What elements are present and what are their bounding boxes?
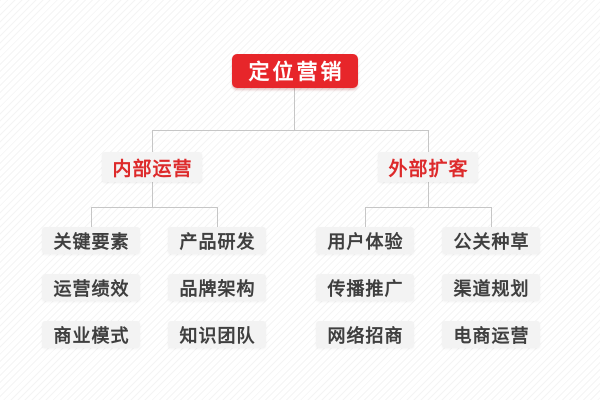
- leaf-node: 传播推广: [316, 274, 414, 301]
- connector-external-tick-right: [491, 207, 492, 227]
- leaf-node: 网络招商: [316, 321, 414, 348]
- connector-internal-horizontal: [91, 207, 218, 208]
- connector-external-tick-left: [365, 207, 366, 227]
- leaf-node: 渠道规划: [442, 274, 540, 301]
- connector-internal-tick-left: [91, 207, 92, 227]
- root-node: 定位营销: [232, 54, 358, 88]
- connector-internal-trunk: [152, 182, 153, 207]
- leaf-node: 商业模式: [42, 321, 140, 348]
- leaf-node: 关键要素: [42, 227, 140, 254]
- leaf-node: 电商运营: [442, 321, 540, 348]
- connector-level1-drop-left: [152, 130, 153, 152]
- connector-root-trunk: [294, 88, 295, 130]
- leaf-node: 品牌架构: [168, 274, 266, 301]
- connector-level1-drop-right: [428, 130, 429, 152]
- leaf-grid-external: 用户体验 公关种草 传播推广 渠道规划 网络招商 电商运营: [316, 227, 540, 348]
- leaf-node: 知识团队: [168, 321, 266, 348]
- branch-node-internal: 内部运营: [102, 152, 202, 182]
- leaf-node: 运营绩效: [42, 274, 140, 301]
- connector-level1-horizontal: [152, 130, 429, 131]
- leaf-node: 产品研发: [168, 227, 266, 254]
- leaf-node: 公关种草: [442, 227, 540, 254]
- branch-node-external: 外部扩客: [378, 152, 478, 182]
- leaf-grid-internal: 关键要素 产品研发 运营绩效 品牌架构 商业模式 知识团队: [42, 227, 266, 348]
- connector-external-trunk: [428, 182, 429, 207]
- leaf-node: 用户体验: [316, 227, 414, 254]
- connector-external-horizontal: [365, 207, 492, 208]
- connector-internal-tick-right: [217, 207, 218, 227]
